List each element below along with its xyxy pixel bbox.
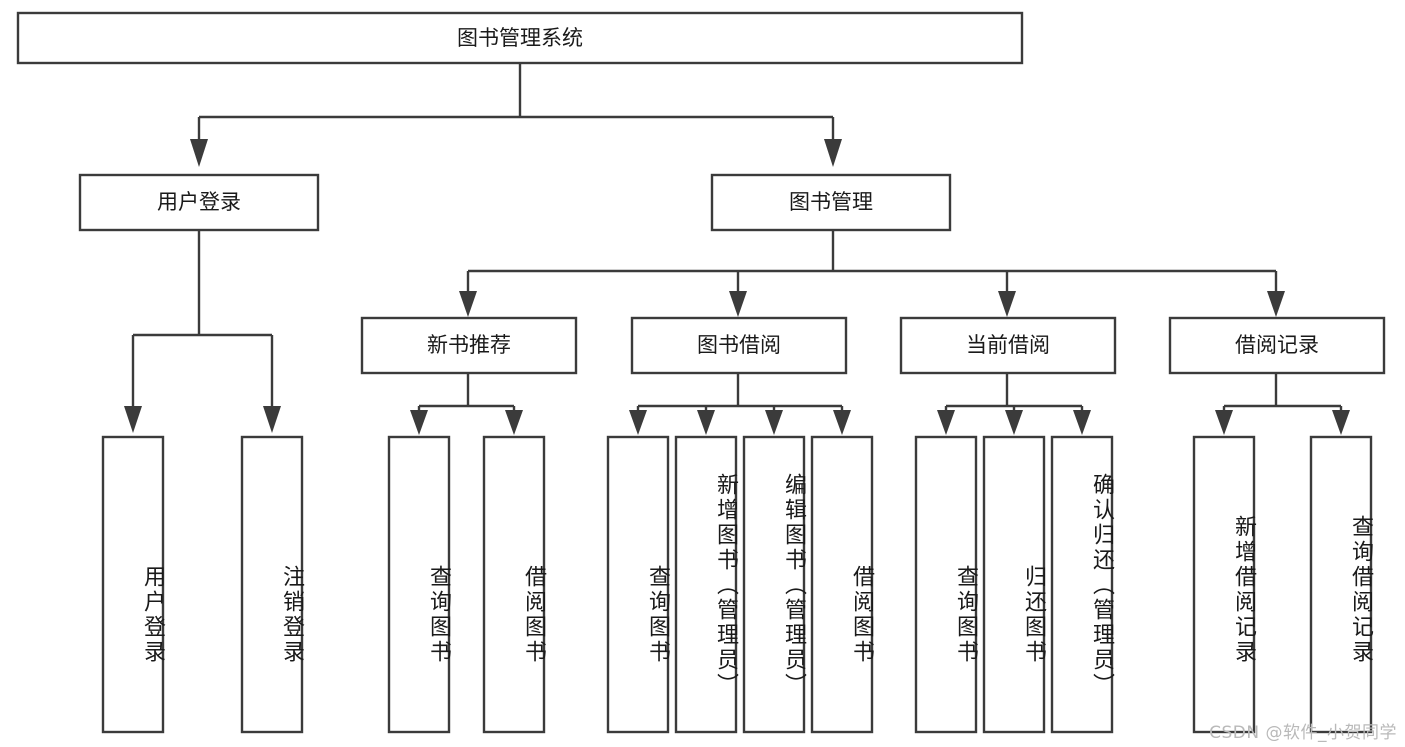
node-box-book-borrow[interactable] <box>630 316 848 375</box>
watermark-text: CSDN @软件_小贺同学 <box>1209 723 1397 743</box>
arrow-head-current-borrow <box>998 291 1016 317</box>
arrow-head-leaf-query-book-2 <box>629 410 647 435</box>
node-box-leaf-edit-book[interactable] <box>742 435 806 734</box>
arrow-head-leaf-borrow-book-2 <box>833 410 851 435</box>
node-box-leaf-logout-login[interactable] <box>240 435 304 734</box>
arrow-head-borrow-record <box>1267 291 1285 317</box>
node-box-leaf-confirm-return[interactable] <box>1050 435 1114 734</box>
connector-group-borrow-record <box>1215 373 1350 435</box>
connector-group-book-borrow <box>629 373 851 435</box>
arrow-head-leaf-query-book-3 <box>937 410 955 435</box>
node-label-user-login: 用户登录 <box>157 190 241 214</box>
arrow-head-leaf-edit-book <box>765 410 783 435</box>
node-label-root: 图书管理系统 <box>457 26 583 50</box>
node-box-leaf-add-record[interactable] <box>1192 435 1256 734</box>
node-box-leaf-query-book-2[interactable] <box>606 435 670 734</box>
arrow-head-book-manage <box>824 139 842 167</box>
arrow-head-leaf-logout-login <box>263 406 281 433</box>
node-box-leaf-query-book-1[interactable] <box>387 435 451 734</box>
node-box-leaf-query-book-3[interactable] <box>914 435 978 734</box>
node-label-new-book-recommend: 新书推荐 <box>427 333 511 357</box>
arrow-head-book-borrow <box>729 291 747 317</box>
arrow-head-leaf-add-record <box>1215 410 1233 435</box>
node-box-leaf-borrow-book-1[interactable] <box>482 435 546 734</box>
node-box-leaf-query-record[interactable] <box>1309 435 1373 734</box>
arrow-head-user-login <box>190 139 208 167</box>
node-label-borrow-record: 借阅记录 <box>1235 333 1319 357</box>
arrow-head-leaf-return-book <box>1005 410 1023 435</box>
node-box-current-borrow[interactable] <box>899 316 1117 375</box>
node-box-leaf-borrow-book-2[interactable] <box>810 435 874 734</box>
node-label-book-manage: 图书管理 <box>789 190 873 214</box>
arrow-head-leaf-query-record <box>1332 410 1350 435</box>
connector-group-root <box>190 63 842 167</box>
connector-group-new-book-recommend <box>410 373 523 435</box>
node-label-current-borrow: 当前借阅 <box>966 333 1050 357</box>
connector-group-book-manage <box>459 230 1285 317</box>
node-box-root[interactable] <box>16 11 1024 65</box>
arrow-head-leaf-borrow-book-1 <box>505 410 523 435</box>
connector-group-current-borrow <box>937 373 1091 435</box>
arrow-head-leaf-add-book <box>697 410 715 435</box>
node-box-leaf-add-book[interactable] <box>674 435 738 734</box>
node-box-book-manage[interactable] <box>710 173 952 232</box>
node-box-new-book-recommend[interactable] <box>360 316 578 375</box>
node-box-leaf-user-login[interactable] <box>101 435 165 734</box>
node-box-user-login[interactable] <box>78 173 320 232</box>
arrow-head-leaf-user-login <box>124 406 142 433</box>
arrow-head-leaf-confirm-return <box>1073 410 1091 435</box>
connector-group-user-login <box>124 230 281 433</box>
node-box-leaf-return-book[interactable] <box>982 435 1046 734</box>
arrow-head-new-book-recommend <box>459 291 477 317</box>
node-label-book-borrow: 图书借阅 <box>697 333 781 357</box>
arrow-head-leaf-query-book-1 <box>410 410 428 435</box>
node-box-borrow-record[interactable] <box>1168 316 1386 375</box>
